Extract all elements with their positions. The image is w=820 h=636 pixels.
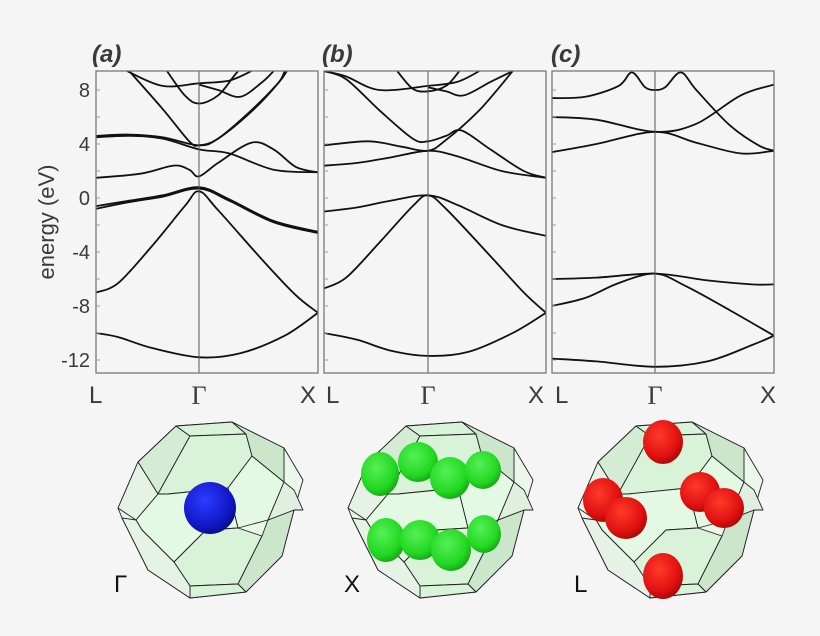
panel-c-bands	[552, 71, 774, 368]
l-pockets	[583, 420, 744, 599]
band-line	[324, 71, 480, 92]
k-label-gamma: Γ	[647, 381, 662, 410]
k-label-L: L	[89, 382, 102, 409]
panel-c: (c) L Γ X	[551, 41, 776, 410]
bz-x-label: X	[344, 571, 360, 598]
gamma-pocket	[184, 482, 236, 534]
band-line	[166, 71, 239, 105]
bz-gamma: Γ	[114, 421, 304, 599]
bz-l: L	[574, 420, 764, 599]
bz-gamma-label: Γ	[114, 571, 127, 598]
band-line	[552, 71, 774, 152]
band-line	[552, 130, 774, 155]
panel-a-title: (a)	[92, 41, 121, 68]
k-label-X: X	[760, 382, 776, 409]
band-line	[427, 71, 514, 97]
k-label-gamma: Γ	[420, 381, 435, 410]
band-line	[96, 141, 318, 179]
band-line	[128, 71, 288, 147]
y-tick-label: 4	[79, 134, 90, 156]
y-tick-label: 8	[79, 80, 90, 102]
y-tick-label: -4	[72, 242, 90, 264]
band-line	[198, 71, 275, 98]
band-line	[552, 334, 774, 368]
band-line	[324, 71, 546, 179]
panel-b: (b) L Γ X	[322, 41, 547, 410]
panel-c-ticks	[552, 89, 556, 361]
y-tick-labels: 8 4 0 -4 -8 -12	[61, 80, 90, 372]
panel-b-frame	[323, 70, 547, 374]
x-pockets	[361, 442, 501, 571]
y-tick-label: 0	[79, 188, 90, 210]
bz-l-label: L	[574, 571, 587, 598]
panel-b-title: (b)	[322, 41, 353, 68]
k-label-gamma: Γ	[191, 381, 206, 410]
panel-c-title: (c)	[551, 41, 580, 68]
k-label-X: X	[300, 382, 316, 409]
y-tick-label: -12	[61, 350, 90, 372]
bz-x: X	[344, 421, 534, 599]
k-label-L: L	[555, 382, 568, 409]
band-line	[552, 272, 774, 286]
y-axis-label: energy (eV)	[34, 165, 59, 280]
k-label-X: X	[528, 382, 544, 409]
panel-a-frame	[95, 70, 319, 374]
y-tick-label: -8	[72, 296, 90, 318]
panel-c-frame	[551, 70, 775, 374]
k-label-L: L	[326, 382, 339, 409]
panel-a-ticks	[96, 89, 100, 361]
panel-a: (a) L Γ X	[89, 41, 319, 410]
band-line	[552, 83, 774, 133]
panel-b-ticks	[324, 89, 328, 361]
